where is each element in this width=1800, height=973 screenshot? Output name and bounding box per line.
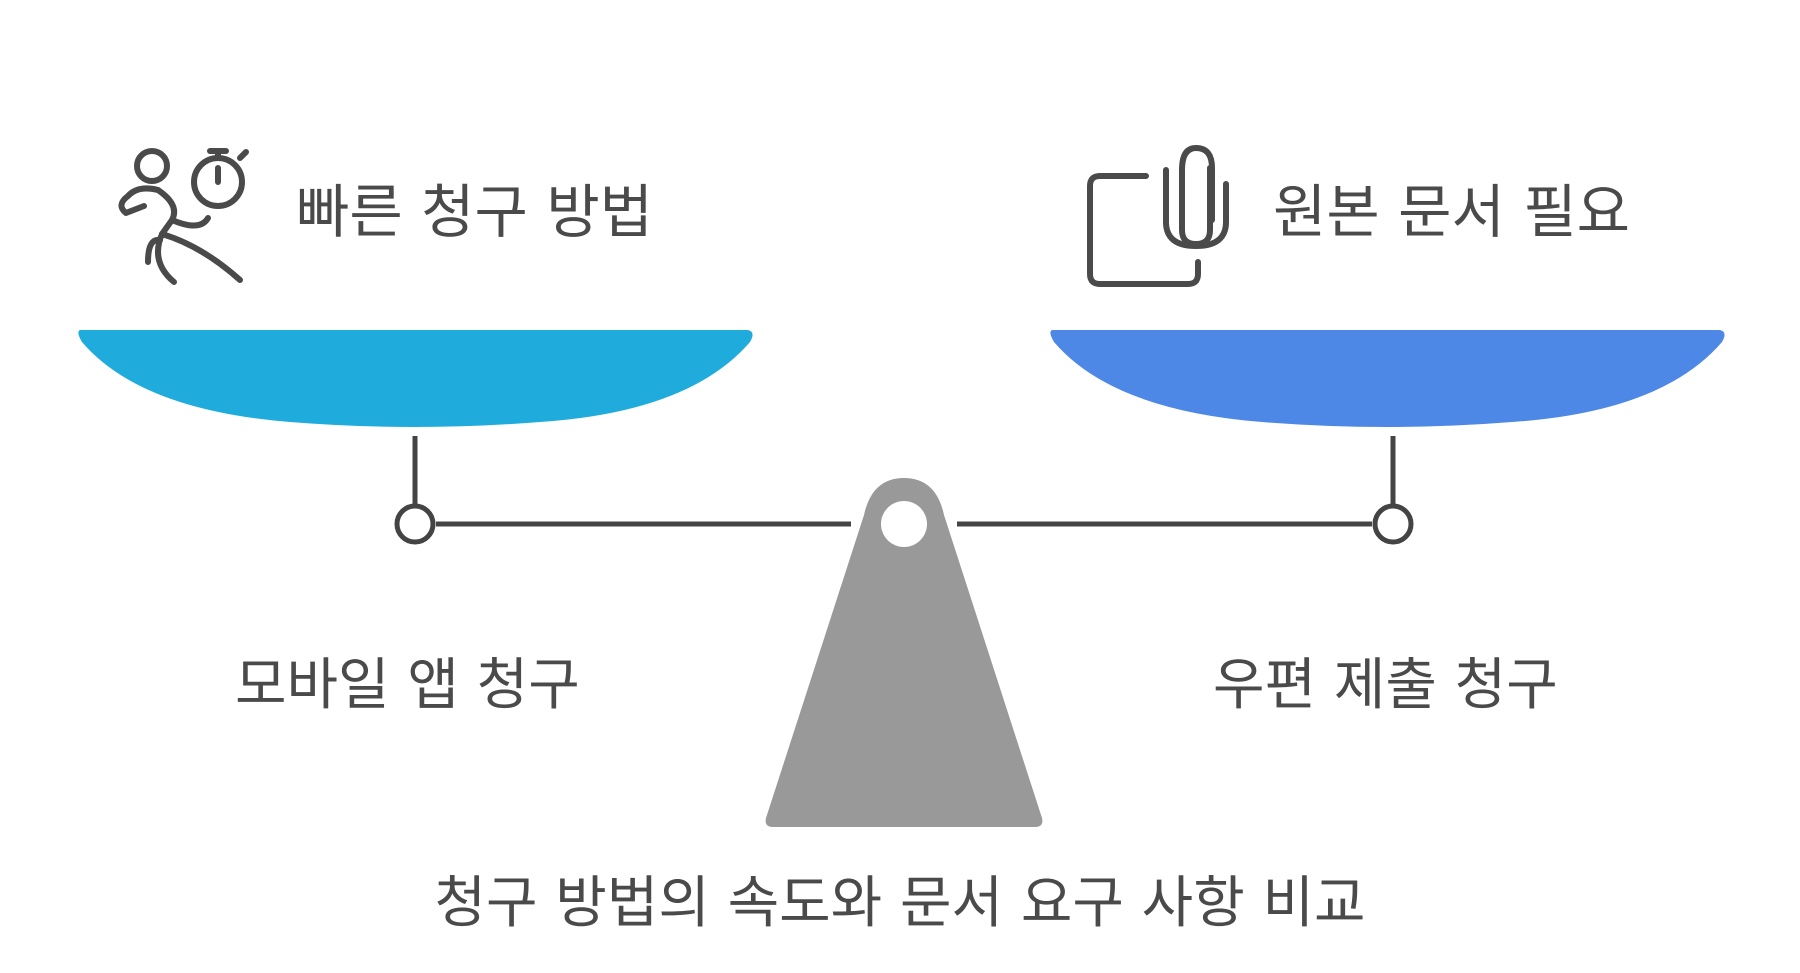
- left-pan: [78, 330, 753, 427]
- right-pan: [1050, 330, 1725, 427]
- left-heading: 빠른 청구 방법: [296, 178, 654, 246]
- fulcrum: [765, 478, 1043, 827]
- fulcrum-hole: [881, 501, 927, 547]
- right-pivot: [1372, 503, 1414, 545]
- right-sublabel: 우편 제출 청구: [1213, 653, 1558, 718]
- paperclip-document-icon: [1087, 145, 1229, 287]
- left-sublabel: 모바일 앱 청구: [235, 653, 580, 718]
- left-pivot: [394, 503, 436, 545]
- running-stopwatch-icon: [118, 148, 249, 285]
- diagram-caption: 청구 방법의 속도와 문서 요구 사항 비교: [434, 871, 1366, 936]
- right-heading: 원본 문서 필요: [1273, 178, 1631, 246]
